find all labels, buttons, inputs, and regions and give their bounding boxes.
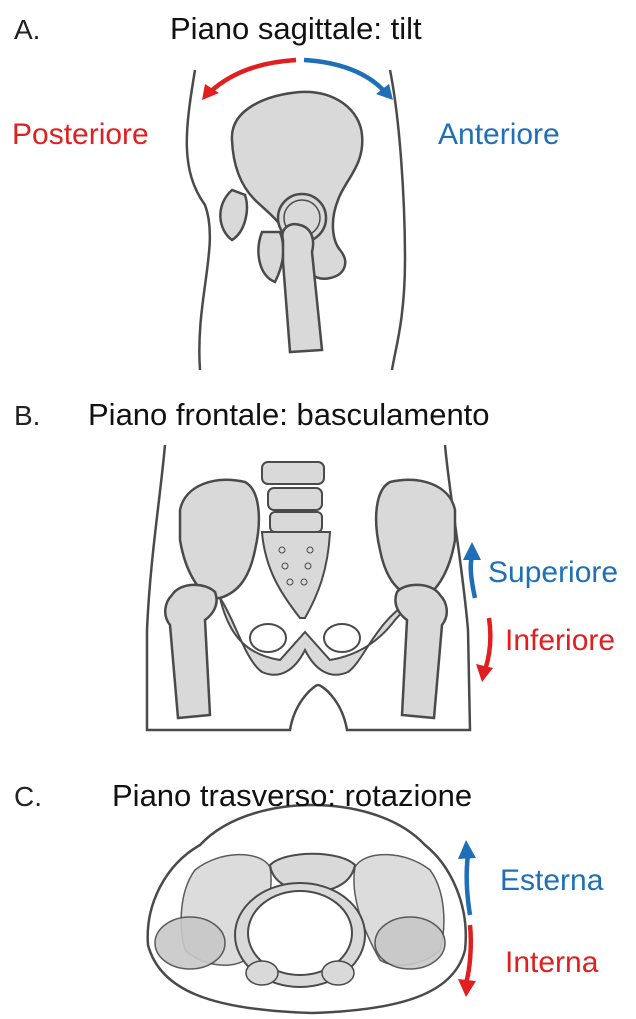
panel-title: Piano frontale: basculamento xyxy=(88,399,490,430)
label-interna: Interna xyxy=(505,948,598,978)
label-superiore: Superiore xyxy=(488,558,618,588)
arrow-up-icon xyxy=(471,555,475,598)
panel-letter: C. xyxy=(14,783,42,811)
label-inferiore: Inferiore xyxy=(505,626,615,656)
panel-title: Piano trasverso: rotazione xyxy=(112,780,472,811)
panel-letter: B. xyxy=(14,402,40,430)
panel-frontal: B. Piano frontale: basculamento Superior… xyxy=(0,370,636,755)
label-esterna: Esterna xyxy=(500,866,603,896)
pelvis-lateral-view-icon xyxy=(0,0,636,370)
curved-arrow-anterior-icon xyxy=(304,60,385,92)
panel-sagittal: A. Piano sagittale: tilt Posteriore Ante… xyxy=(0,0,636,370)
curved-arrow-posterior-icon xyxy=(210,60,296,92)
panel-letter: A. xyxy=(14,16,40,44)
label-anteriore: Anteriore xyxy=(438,120,560,150)
panel-transverse: C. Piano trasverso: rotazione Esterna In… xyxy=(0,755,636,1019)
arrow-down-icon xyxy=(485,618,490,670)
arrow-up-icon xyxy=(467,855,470,915)
label-posteriore: Posteriore xyxy=(12,120,149,150)
panel-title: Piano sagittale: tilt xyxy=(170,13,422,44)
